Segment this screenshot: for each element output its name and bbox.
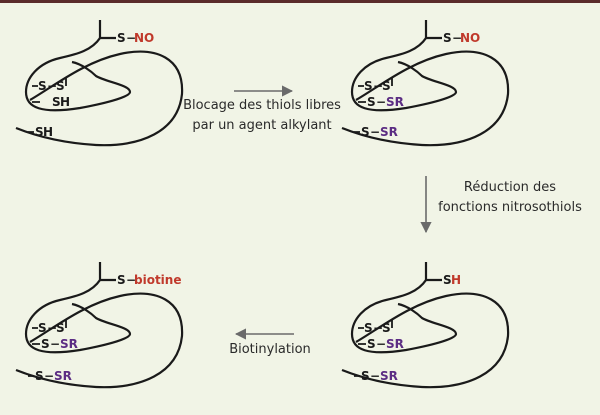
protein-reduced-nitrosothiol: S H S − S S − SR S − SR	[341, 262, 510, 389]
protein-free-thiols: S − NO S − S S H S H	[15, 20, 184, 147]
p1-ss-dash: −	[47, 79, 57, 93]
p3-mid-group: SR	[386, 337, 404, 351]
protein-blocked-thiols: S − NO S − S S − SR S − SR	[341, 20, 510, 147]
step2-line1: Réduction des	[463, 180, 557, 195]
top-accent-bar	[0, 0, 600, 3]
p1-mid-group: H	[60, 95, 70, 109]
p3-top-s: S	[443, 273, 452, 287]
p4-ss-right: S	[56, 321, 65, 335]
p4-top-dash: −	[126, 273, 136, 287]
step3-line1: Biotinylation	[229, 342, 311, 357]
p2-top-s: S	[443, 31, 452, 45]
p3-mid-dash: −	[376, 337, 386, 351]
step2-caption: Réduction des fonctions nitrosothiols	[428, 178, 592, 218]
p2-ss-right: S	[382, 79, 391, 93]
step3-caption: Biotinylation	[218, 340, 322, 360]
step1-line1: Blocage des thiols libres	[183, 98, 341, 113]
p1-bot-s: S	[35, 125, 44, 139]
p3-top-group: H	[451, 273, 461, 287]
p1-top-dash: −	[126, 31, 136, 45]
protein-biotinylated: S − biotine S − S S − SR S − SR	[15, 262, 184, 389]
p2-ss-left: S	[364, 79, 373, 93]
p1-top-s: S	[117, 31, 126, 45]
p4-bot-dash: −	[44, 369, 54, 383]
p2-mid-group: SR	[386, 95, 404, 109]
p2-ss-dash: −	[373, 79, 383, 93]
p4-mid-group: SR	[60, 337, 78, 351]
p4-mid-dash: −	[50, 337, 60, 351]
p1-ss-left: S	[38, 79, 47, 93]
p1-bot-group: H	[43, 125, 53, 139]
p3-ss-left: S	[364, 321, 373, 335]
p4-bot-group: SR	[54, 369, 72, 383]
step1-caption: Blocage des thiols libres par un agent a…	[176, 96, 348, 136]
p1-top-group: NO	[134, 31, 154, 45]
p3-ss-right: S	[382, 321, 391, 335]
p3-bot-dash: −	[370, 369, 380, 383]
p2-bot-dash: −	[370, 125, 380, 139]
p3-mid-s: S	[367, 337, 376, 351]
p2-bot-group: SR	[380, 125, 398, 139]
step1-line2: par un agent alkylant	[192, 118, 332, 133]
p2-top-dash: −	[452, 31, 462, 45]
p3-bot-s: S	[361, 369, 370, 383]
step2-line2: fonctions nitrosothiols	[438, 200, 582, 215]
p3-bot-group: SR	[380, 369, 398, 383]
p4-ss-dash: −	[47, 321, 57, 335]
p4-mid-s: S	[41, 337, 50, 351]
p4-bot-s: S	[35, 369, 44, 383]
p2-top-group: NO	[460, 31, 480, 45]
p2-bot-s: S	[361, 125, 370, 139]
p2-mid-s: S	[367, 95, 376, 109]
p1-ss-right: S	[56, 79, 65, 93]
p4-top-group: biotine	[134, 273, 181, 287]
p1-mid-s: S	[52, 95, 61, 109]
p2-mid-dash: −	[376, 95, 386, 109]
p4-top-s: S	[117, 273, 126, 287]
p3-ss-dash: −	[373, 321, 383, 335]
p4-ss-left: S	[38, 321, 47, 335]
